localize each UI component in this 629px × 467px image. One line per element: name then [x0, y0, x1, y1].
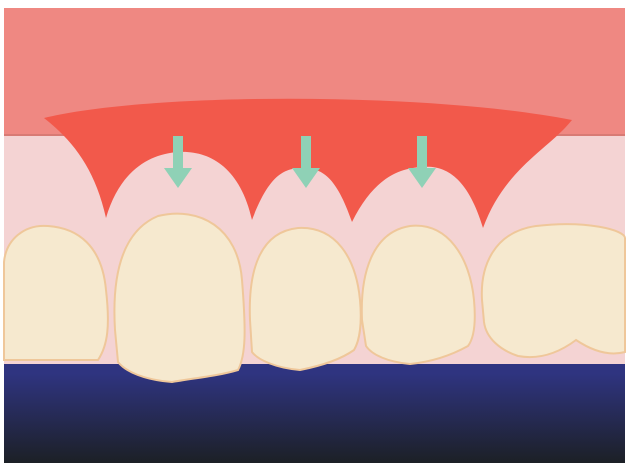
down-arrow-icon — [173, 136, 183, 170]
down-arrow-icon — [417, 136, 427, 170]
tooth-central-incisor-right — [250, 228, 361, 370]
down-arrow-icon — [301, 136, 311, 170]
tooth-central-incisor-left — [114, 214, 244, 382]
tooth-right-incisor — [482, 224, 625, 357]
